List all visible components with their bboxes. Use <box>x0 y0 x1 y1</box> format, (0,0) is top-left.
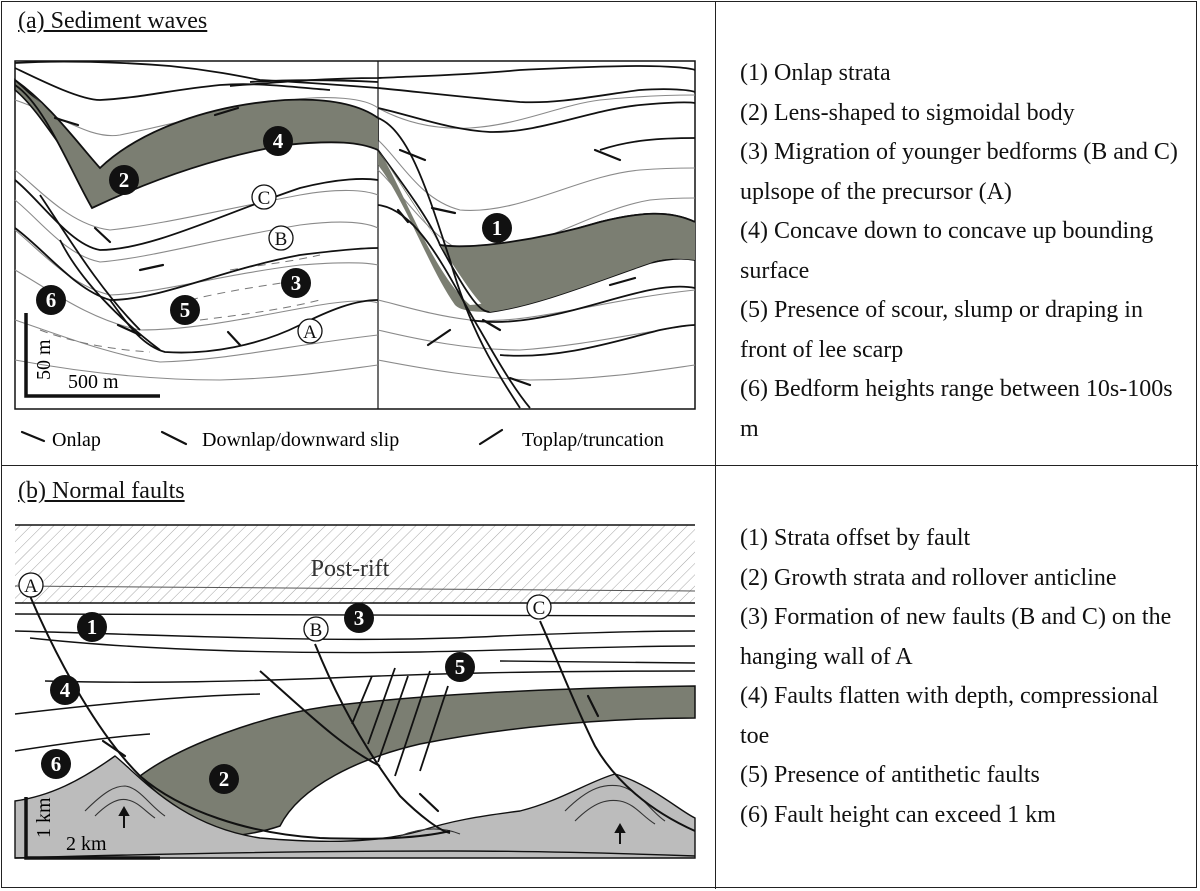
normal-faults-diagram: Post-rift <box>14 524 696 860</box>
svg-text:4: 4 <box>60 678 71 702</box>
panel-a-title: (a) Sediment waves <box>18 8 208 34</box>
svg-text:5: 5 <box>455 655 466 679</box>
marker-3-b: 3 <box>344 603 374 633</box>
description-a-4: (4) Concave down to concave up bounding … <box>740 218 1154 284</box>
post-rift-label: Post-rift <box>311 556 390 582</box>
description-b-3: (3) Formation of new faults (B and C) on… <box>740 604 1172 670</box>
scale-bar-b: 1 km 2 km <box>24 797 160 860</box>
marker-a-a: A <box>297 318 323 344</box>
svg-text:C: C <box>533 598 546 619</box>
svg-text:C: C <box>258 188 271 209</box>
description-a-6: (6) Bedform heights range between 10s-10… <box>740 376 1173 442</box>
svg-text:1: 1 <box>492 216 503 240</box>
svg-text:6: 6 <box>51 752 62 776</box>
fault-c <box>539 620 696 832</box>
svg-text:B: B <box>275 229 288 250</box>
marker-1-a: 1 <box>482 213 512 243</box>
marker-5-a: 5 <box>170 295 200 325</box>
svg-text:1 km: 1 km <box>33 797 55 838</box>
description-b-4: (4) Faults flatten with depth, compressi… <box>740 683 1159 749</box>
marker-a-b: A <box>18 572 44 598</box>
scale-bar-a: 50 m 500 m <box>24 313 160 398</box>
marker-b-b: B <box>303 616 329 642</box>
svg-text:1: 1 <box>87 615 98 639</box>
svg-text:2 km: 2 km <box>66 833 107 855</box>
marker-1-b: 1 <box>77 612 107 642</box>
fault-b <box>314 643 451 834</box>
svg-text:50 m: 50 m <box>33 339 55 380</box>
svg-text:Toplap/truncation: Toplap/truncation <box>522 429 664 451</box>
svg-text:4: 4 <box>273 129 284 153</box>
panel-b-descriptions: (1) Strata offset by fault (2) Growth st… <box>740 519 1180 835</box>
marker-6-a: 6 <box>36 285 66 315</box>
description-a-3: (3) Migration of younger bedforms (B and… <box>740 139 1178 205</box>
marker-5-b: 5 <box>445 652 475 682</box>
svg-text:6: 6 <box>46 288 57 312</box>
description-b-1: (1) Strata offset by fault <box>740 525 971 551</box>
description-a-2: (2) Lens-shaped to sigmoidal body <box>740 99 1075 126</box>
panel-a-descriptions: (1) Onlap strata (2) Lens-shaped to sigm… <box>740 54 1180 449</box>
svg-text:Downlap/downward slip: Downlap/downward slip <box>202 429 399 451</box>
svg-text:2: 2 <box>219 767 230 791</box>
row-divider <box>1 465 1198 466</box>
column-divider <box>715 1 716 889</box>
marker-3-a: 3 <box>281 268 311 298</box>
description-b-2: (2) Growth strata and rollover anticline <box>740 564 1117 591</box>
sediment-waves-diagram: 4 2 1 3 5 6 C B A 50 m 500 m Onlap <box>14 60 696 451</box>
description-a-5: (5) Presence of scour, slump or draping … <box>740 297 1143 363</box>
marker-c-b: C <box>526 594 552 620</box>
description-a-1: (1) Onlap strata <box>740 60 891 86</box>
svg-text:3: 3 <box>291 271 302 295</box>
marker-2-b: 2 <box>209 764 239 794</box>
svg-text:B: B <box>310 620 323 641</box>
svg-text:2: 2 <box>119 168 130 192</box>
panel-b-title: (b) Normal faults <box>18 478 185 504</box>
description-b-5: (5) Presence of antithetic faults <box>740 762 1040 788</box>
svg-text:A: A <box>303 322 317 343</box>
description-b-6: (6) Fault height can exceed 1 km <box>740 801 1056 828</box>
svg-text:A: A <box>24 576 38 597</box>
svg-text:5: 5 <box>180 298 191 322</box>
legend-a: Onlap Downlap/downward slip Toplap/trunc… <box>20 428 664 451</box>
marker-c-a: C <box>251 184 277 210</box>
svg-text:500 m: 500 m <box>68 371 119 393</box>
marker-2-a: 2 <box>109 165 139 195</box>
marker-b-a: B <box>268 225 294 251</box>
marker-4-b: 4 <box>50 675 80 705</box>
marker-6-b: 6 <box>41 749 71 779</box>
svg-text:3: 3 <box>354 606 365 630</box>
svg-text:Onlap: Onlap <box>52 429 101 451</box>
marker-4-a: 4 <box>263 126 293 156</box>
